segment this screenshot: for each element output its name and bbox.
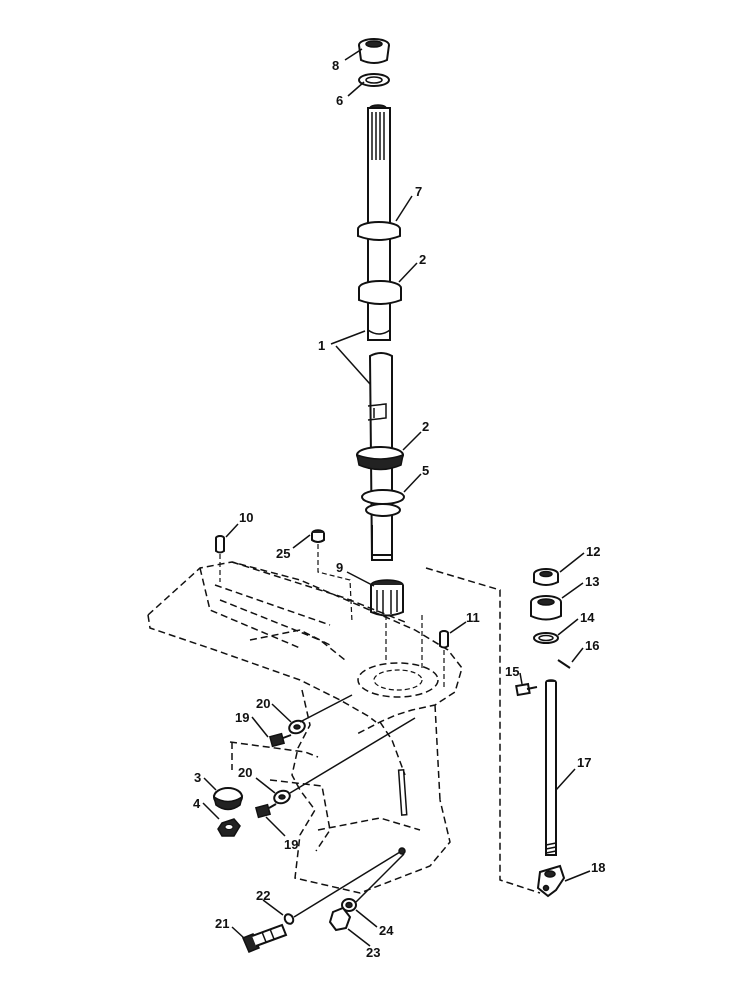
callout-2-upper: 2 bbox=[419, 252, 426, 267]
drain-hole bbox=[398, 847, 406, 855]
callout-25: 25 bbox=[276, 546, 290, 561]
plug-leader bbox=[355, 853, 405, 903]
lower-bolt-leader bbox=[289, 717, 416, 794]
callout-17: 17 bbox=[577, 755, 591, 770]
callout-10: 10 bbox=[239, 510, 253, 525]
callout-14: 14 bbox=[580, 610, 595, 625]
part-19-bolt-upper bbox=[268, 732, 292, 748]
part-2-bearing-upper bbox=[358, 280, 402, 305]
callout-8: 8 bbox=[332, 58, 339, 73]
callout-16: 16 bbox=[585, 638, 599, 653]
part-19-bolt-lower bbox=[254, 803, 277, 819]
upper-bolt-leader bbox=[299, 694, 353, 723]
callout-7: 7 bbox=[415, 184, 422, 199]
part-12-bushing bbox=[533, 568, 559, 586]
part-2-bearing-lower bbox=[356, 446, 404, 471]
callout-leaders bbox=[202, 48, 591, 947]
callout-21: 21 bbox=[215, 916, 229, 931]
part-7-seal bbox=[357, 221, 401, 241]
part-4-nut bbox=[217, 818, 241, 837]
callout-11: 11 bbox=[466, 610, 480, 625]
part-3-anode bbox=[212, 787, 244, 811]
callout-20-lower: 20 bbox=[238, 765, 252, 780]
part-23-plug bbox=[328, 906, 352, 932]
callout-3: 3 bbox=[194, 770, 201, 785]
callout-22: 22 bbox=[256, 888, 270, 903]
callout-2-lower: 2 bbox=[422, 419, 429, 434]
part-5-shim bbox=[361, 489, 405, 517]
part-20-washer-upper bbox=[288, 719, 306, 735]
part-10-dowel-pin bbox=[215, 535, 225, 582]
callout-13: 13 bbox=[585, 574, 599, 589]
part-24-washer bbox=[341, 898, 357, 912]
part-21-screw bbox=[242, 923, 288, 953]
part-17-shift-rod bbox=[545, 679, 557, 856]
callout-19-lower: 19 bbox=[284, 837, 298, 852]
part-15-bolt bbox=[515, 682, 538, 697]
callout-9: 9 bbox=[336, 560, 343, 575]
part-13-collar bbox=[530, 595, 562, 621]
callout-20-upper: 20 bbox=[256, 696, 270, 711]
gearcase-housing-outline bbox=[147, 561, 463, 894]
part-20-washer-lower bbox=[273, 789, 291, 805]
part-9-bearing-sleeve bbox=[370, 579, 404, 617]
callout-12: 12 bbox=[586, 544, 600, 559]
part-16-pin bbox=[557, 659, 571, 669]
part-22-gasket bbox=[283, 913, 295, 925]
callout-19-upper: 19 bbox=[235, 710, 249, 725]
callout-5: 5 bbox=[422, 463, 429, 478]
callout-6: 6 bbox=[336, 93, 343, 108]
callout-15: 15 bbox=[505, 664, 519, 679]
part-18-shift-cam bbox=[536, 864, 566, 898]
callout-18: 18 bbox=[591, 860, 605, 875]
part-14-o-ring bbox=[533, 632, 559, 644]
callout-24: 24 bbox=[379, 923, 394, 938]
part-11-dowel-pin bbox=[439, 630, 449, 690]
screw-leader bbox=[293, 851, 401, 918]
part-6-washer bbox=[358, 73, 390, 87]
callout-1: 1 bbox=[318, 338, 325, 353]
shift-rod-leader-line bbox=[425, 567, 541, 894]
part-25-plug bbox=[311, 529, 353, 623]
callout-4: 4 bbox=[193, 796, 201, 811]
part-8-bushing bbox=[358, 38, 390, 64]
callout-23: 23 bbox=[366, 945, 380, 960]
callout-labels: 8 6 7 2 1 2 5 9 10 25 11 12 13 14 16 15 … bbox=[193, 58, 605, 960]
